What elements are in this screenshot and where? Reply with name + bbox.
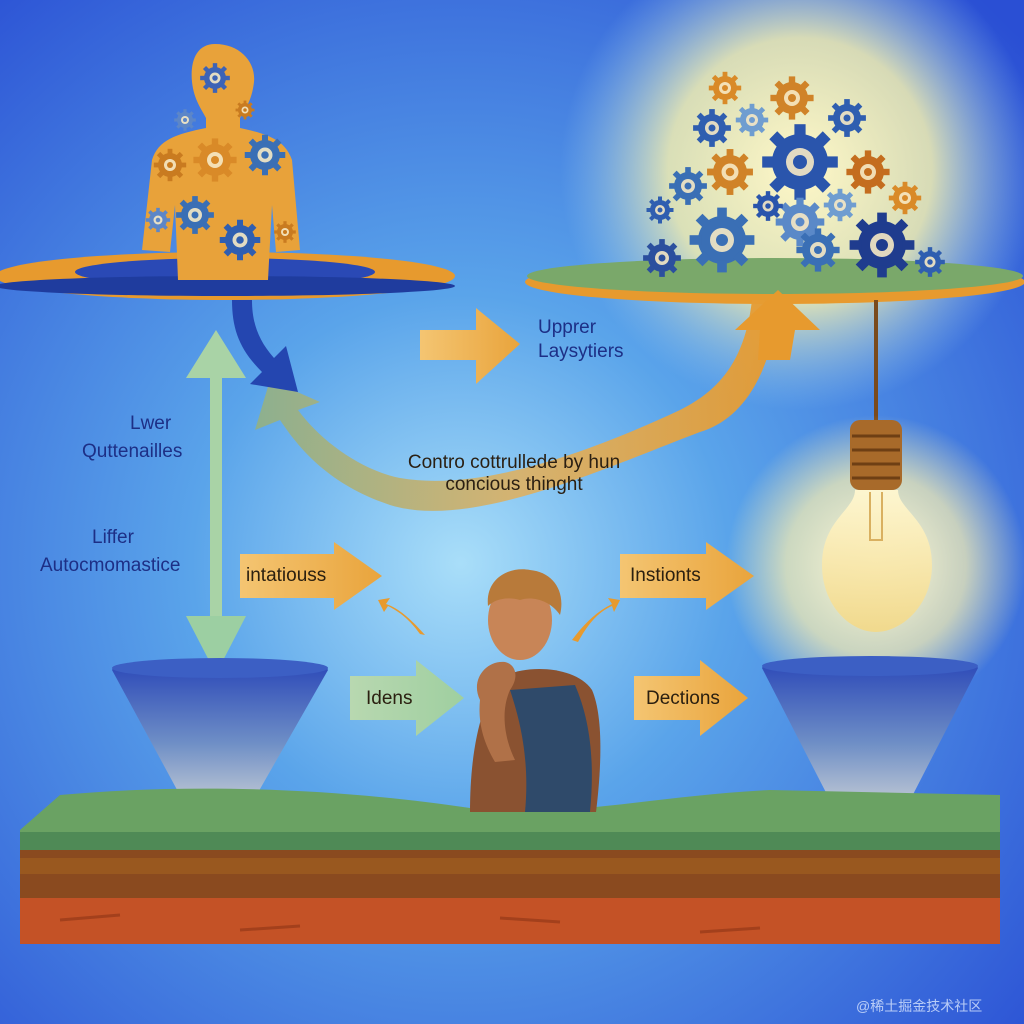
arrow-instions <box>620 542 754 610</box>
upper-label-line1: Upprer <box>538 317 597 338</box>
thinking-person-icon <box>470 569 601 812</box>
ideas-label: Idens <box>366 688 413 709</box>
upper-label-line2: Laysytiers <box>538 341 624 362</box>
vertical-arrow-left <box>186 330 246 674</box>
decisions-label: Dections <box>646 688 720 709</box>
small-arrow-left <box>378 598 425 635</box>
lower-label-line1: Lwer <box>130 413 172 434</box>
arrow-to-upper <box>420 308 520 384</box>
lifter-label-line1: Liffer <box>92 527 134 548</box>
lower-label-line2: Quttenailles <box>82 441 183 462</box>
lower-label: Lwer <box>126 412 171 436</box>
lifter-label-2: Autocmomastice <box>40 554 180 578</box>
upper-layers-label: Upprer Laysytiers <box>538 316 624 364</box>
lifter-label-line2: Autocmomastice <box>40 555 181 576</box>
sun-glow <box>560 0 1024 410</box>
small-arrow-right <box>572 598 620 642</box>
arrow-ideas <box>350 660 464 736</box>
watermark: @稀土掘金技术社区 <box>856 998 983 1014</box>
instions-label: Instionts <box>630 565 701 586</box>
left-funnel <box>112 658 328 810</box>
arrow-intatiouss <box>240 542 382 610</box>
arc-head-up <box>735 290 820 360</box>
intatiouss-label: intatiouss <box>246 565 327 586</box>
lower-label-2: Quttenailles <box>82 440 182 464</box>
right-funnel <box>762 656 978 812</box>
ground-layers <box>20 788 1000 944</box>
control-caption: Contro cottrullede by hun concious thing… <box>384 452 644 496</box>
control-caption-line2: concious thinght <box>445 474 583 495</box>
blue-curve-arrow <box>232 300 298 392</box>
light-bulb-icon <box>822 420 932 632</box>
arrow-decisions <box>634 660 748 736</box>
lifter-label: Liffer <box>92 526 134 550</box>
control-caption-line1: Contro cottrullede by hun <box>407 452 621 473</box>
